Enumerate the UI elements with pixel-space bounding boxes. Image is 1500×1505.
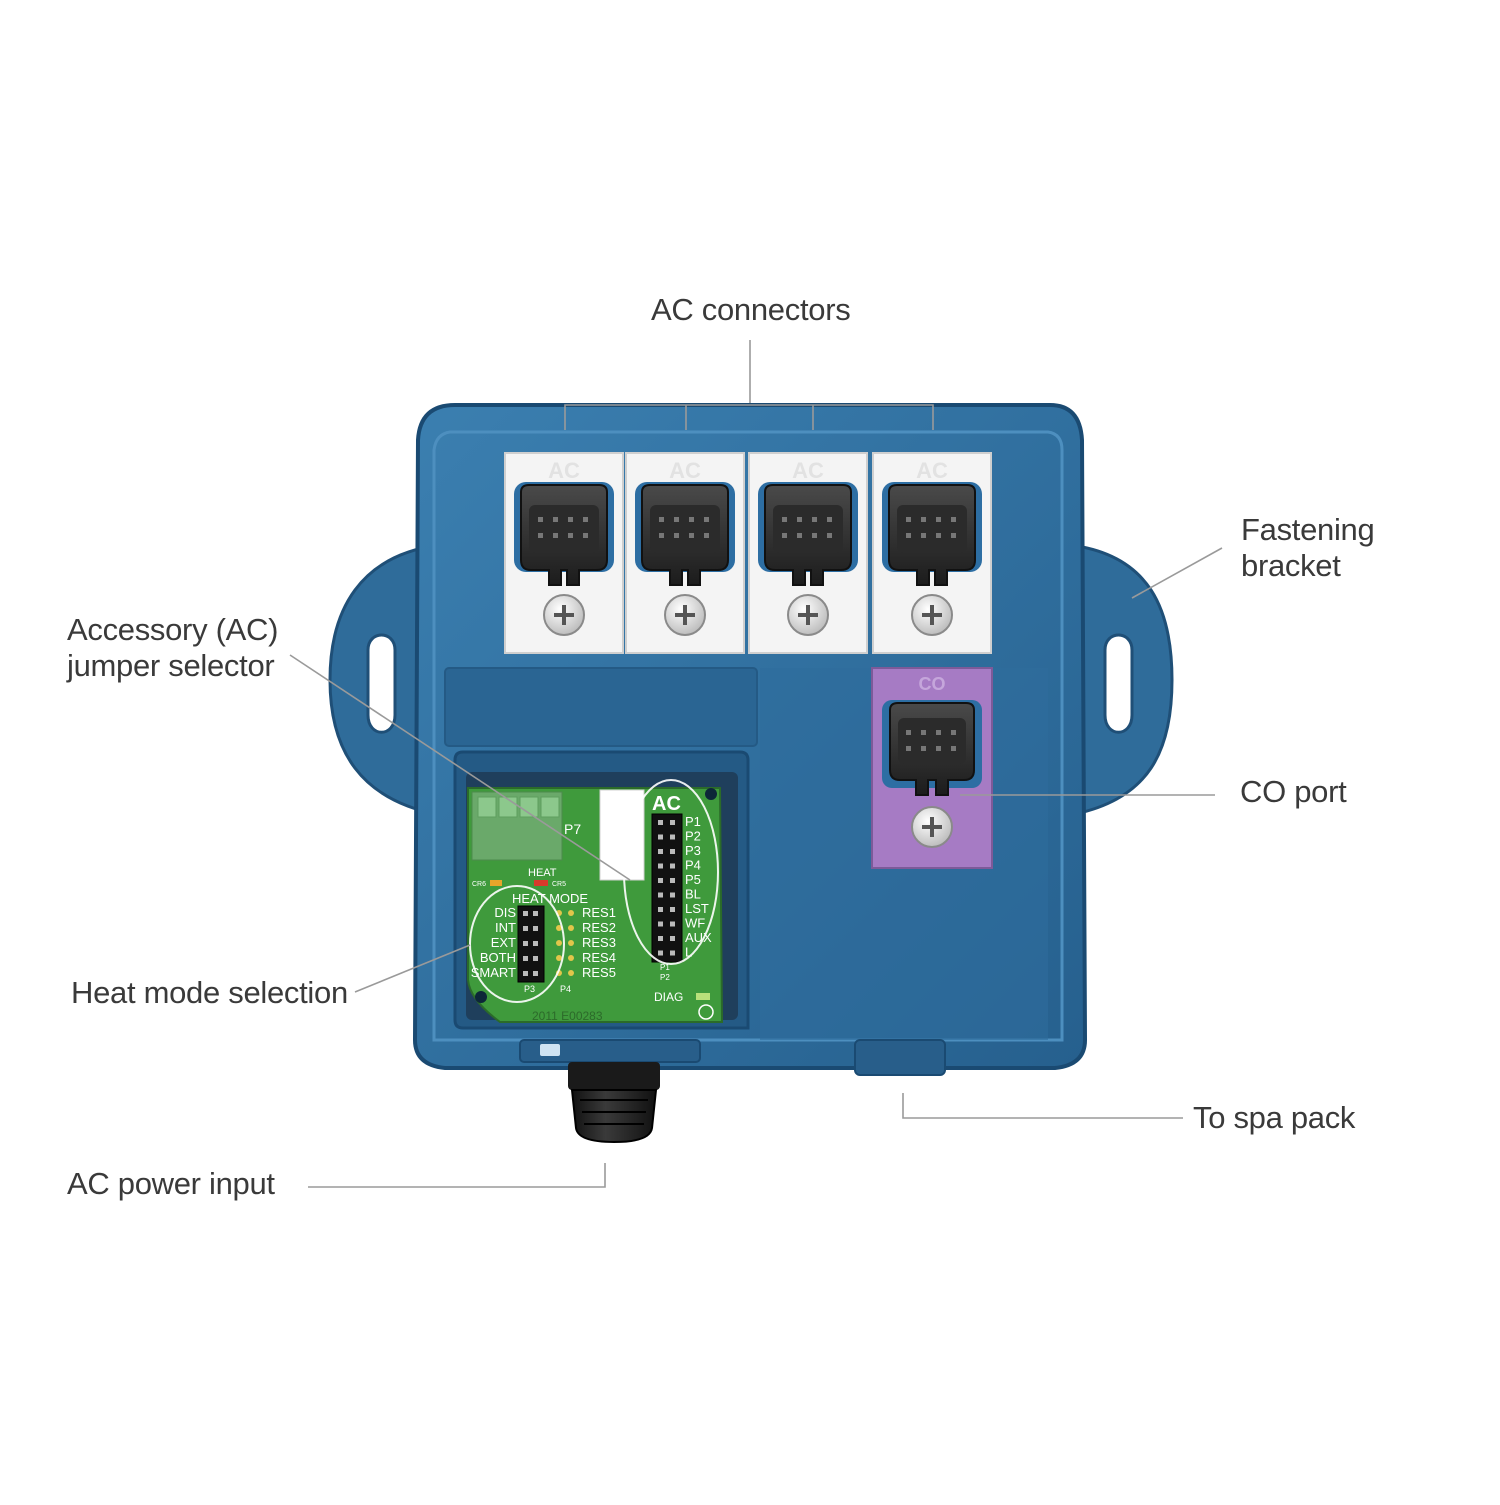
res-label: RES4	[582, 950, 616, 965]
p2-small-label: P2	[660, 973, 670, 982]
board-number: 2011 E00283	[532, 1009, 603, 1023]
cr5-label: CR5	[552, 881, 566, 888]
callout-fastening-bracket-line1: Fastening	[1241, 512, 1375, 547]
heat-mode-option: SMART	[471, 965, 516, 980]
ac-connector-label: AC	[916, 458, 948, 483]
res-label: RES3	[582, 935, 616, 950]
registered-mark-icon	[698, 1004, 714, 1020]
ac-jumper-header-block[interactable]	[651, 813, 683, 963]
diag-label: DIAG	[654, 990, 683, 1004]
leader-heat-mode	[354, 944, 471, 993]
heat-mode-option: INT	[495, 920, 516, 935]
ac-connector-4: AC	[872, 452, 992, 654]
leader-lines	[289, 340, 1223, 1188]
p4-label: P4	[560, 984, 571, 994]
callout-fastening-bracket-line2: bracket	[1241, 548, 1341, 583]
callout-co-port: CO port	[1240, 774, 1347, 809]
heat-mode-highlight	[469, 885, 565, 1003]
callout-heat-mode-selection: Heat mode selection	[71, 975, 348, 1010]
heat-mode-header: HEAT MODE	[512, 891, 588, 906]
leader-ac-power-input	[308, 1163, 606, 1188]
ac-connector-1: AC	[504, 452, 624, 654]
ac-power-input-gland[interactable]	[568, 1062, 660, 1144]
screw-icon	[911, 594, 953, 636]
pcb-slot	[599, 789, 645, 881]
callout-to-spa-pack: To spa pack	[1193, 1100, 1356, 1135]
ac-pin-label: AUX	[685, 930, 712, 945]
heat-mode-option: BOTH	[480, 950, 516, 965]
ac-connector-panels: AC AC AC AC	[504, 452, 992, 654]
ac-pin-label: P1	[685, 814, 701, 829]
ac-connector-label: AC	[548, 458, 580, 483]
ac-pin-label: BL	[685, 887, 701, 902]
callout-ac-connectors: AC connectors	[651, 292, 851, 327]
co-port-panel: CO	[871, 667, 993, 869]
ac-pin-label: P5	[685, 872, 701, 887]
ac-pin-label: P4	[685, 858, 701, 873]
right-fastening-bracket	[1068, 543, 1174, 817]
callout-fastening-bracket: Fastening bracket	[1241, 512, 1375, 584]
callout-accessory-line1: Accessory (AC)	[67, 612, 279, 647]
heat-mode-option: DIS	[494, 905, 516, 920]
callout-accessory-jumper: Accessory (AC) jumper selector	[67, 612, 278, 684]
ac-pin-label: P3	[685, 843, 701, 858]
callout-ac-power-input: AC power input	[67, 1166, 275, 1201]
screw-icon	[787, 594, 829, 636]
leader-fastening-bracket	[1131, 547, 1223, 599]
ac-pin-label: LST	[685, 901, 709, 916]
diag-led	[696, 993, 710, 1000]
p3-label: P3	[524, 984, 535, 994]
ac-pin-label: L	[685, 945, 692, 960]
ac-connector-label: AC	[792, 458, 824, 483]
leader-accessory-jumper	[289, 654, 631, 881]
ac-jumper-highlight	[623, 779, 719, 965]
pcb-mount-hole	[705, 788, 717, 800]
co-port-label: CO	[919, 674, 946, 694]
ac-jumper-header: AC	[652, 793, 681, 815]
ac-connector-label: AC	[669, 458, 701, 483]
left-fastening-bracket	[328, 543, 442, 817]
ac-pin-label: WF	[685, 916, 705, 931]
cr6-led	[490, 880, 502, 886]
ac-connector-2: AC	[625, 452, 745, 654]
heat-mode-option: EXT	[491, 935, 516, 950]
leader-ac-connectors-bracket	[564, 404, 934, 430]
screw-icon	[664, 594, 706, 636]
ac-connector-3: AC	[748, 452, 868, 654]
p1-small-label: P1	[660, 963, 670, 972]
screw-icon	[543, 594, 585, 636]
res-label: RES5	[582, 965, 616, 980]
cr5-led	[534, 880, 548, 886]
ac-pin-label: P2	[685, 829, 701, 844]
p7-label: P7	[564, 821, 581, 837]
callout-accessory-line2: jumper selector	[67, 648, 275, 683]
leader-to-spa-pack	[902, 1093, 1183, 1119]
heat-led-label: HEAT	[528, 867, 557, 879]
pcb-board: P7 HEAT CR6 CR5 HEAT MODE DISINTEXTBOTHS…	[467, 787, 724, 1023]
cr6-label: CR6	[472, 881, 486, 888]
pcb-mount-hole	[475, 991, 487, 1003]
res-label: RES1	[582, 905, 616, 920]
res-label: RES2	[582, 920, 616, 935]
heat-mode-jumper-header[interactable]	[517, 905, 545, 983]
